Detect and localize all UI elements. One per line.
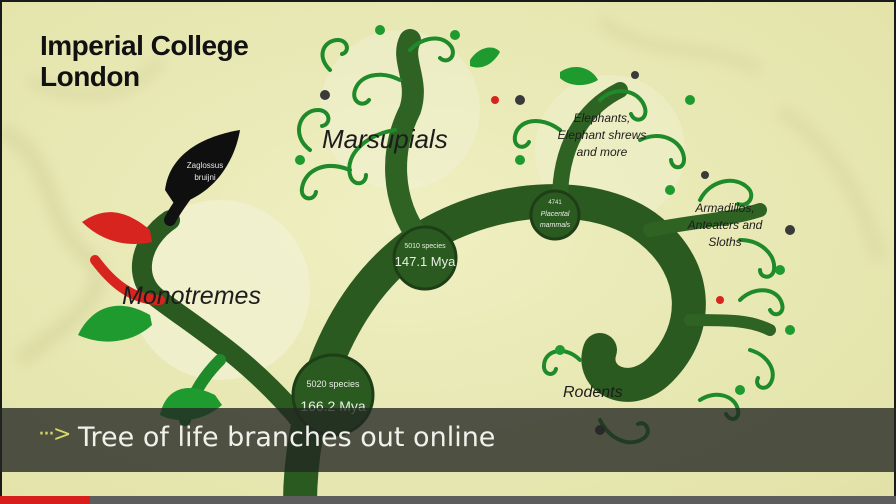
label-zaglossus-1: Zaglossus <box>187 161 223 170</box>
node-marsupial-age: 147.1 Mya <box>395 254 456 269</box>
node-placental-label: Placental <box>541 211 570 218</box>
label-marsupials: Marsupials <box>322 124 448 154</box>
label-armadillos-1: Armadillos, <box>694 201 754 215</box>
label-elephants-3: and more <box>577 145 628 159</box>
label-elephants-2: Elephant shrews <box>558 128 647 142</box>
progress-bar[interactable] <box>0 496 896 504</box>
progress-played <box>0 496 90 504</box>
node-placental-count: 4741 <box>548 200 562 206</box>
label-rodents: Rodents <box>563 384 623 401</box>
label-monotremes: Monotremes <box>122 282 261 310</box>
brand-line-1: Imperial College <box>40 30 248 61</box>
caption-arrow-icon: ···> <box>38 422 69 447</box>
brand-logo: Imperial College London <box>40 30 248 92</box>
label-zaglossus-2: bruijni <box>194 173 216 182</box>
label-armadillos-3: Sloths <box>708 235 741 249</box>
caption-bar: ···> Tree of life branches out online <box>0 408 896 472</box>
node-placental-label-2: mammals <box>540 222 571 229</box>
caption-text: Tree of life branches out online <box>78 422 495 453</box>
label-elephants-1: Elephants, <box>574 111 631 125</box>
node-root-species: 5020 species <box>306 379 360 389</box>
brand-line-2: London <box>40 61 248 92</box>
label-armadillos-2: Anteaters and <box>687 218 763 232</box>
node-marsupial-species: 5010 species <box>404 243 446 250</box>
